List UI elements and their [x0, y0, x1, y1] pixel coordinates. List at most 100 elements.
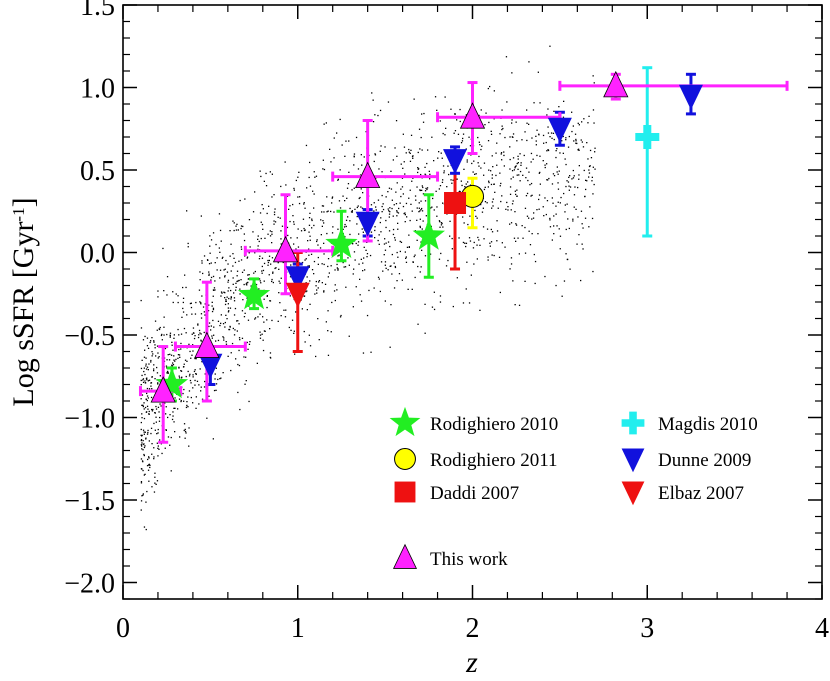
background-point	[362, 192, 364, 194]
background-point	[566, 258, 568, 261]
this-work-point	[272, 235, 299, 263]
background-point	[311, 218, 313, 220]
background-point	[359, 174, 362, 176]
background-point	[577, 122, 579, 124]
background-point	[591, 217, 594, 220]
background-point	[565, 139, 567, 141]
background-point	[140, 367, 143, 370]
background-point	[568, 185, 570, 187]
background-point	[400, 188, 402, 190]
legend-label-elbaz-2007: Elbaz 2007	[658, 483, 744, 504]
background-point	[545, 213, 547, 216]
background-point	[480, 203, 482, 206]
background-point	[200, 313, 203, 315]
background-point	[438, 220, 441, 222]
background-point	[437, 157, 439, 159]
background-point	[473, 241, 475, 244]
background-point	[465, 288, 467, 290]
background-point	[153, 340, 155, 342]
background-point	[184, 359, 187, 361]
background-point	[169, 414, 171, 416]
background-point	[213, 389, 216, 392]
background-point	[379, 221, 381, 224]
background-point	[211, 310, 214, 313]
background-point	[346, 187, 349, 189]
background-point	[589, 149, 592, 152]
background-point	[399, 240, 401, 243]
background-point	[529, 244, 532, 246]
background-point	[359, 196, 361, 199]
background-point	[331, 197, 333, 199]
background-point	[236, 270, 239, 272]
background-point	[157, 428, 159, 431]
background-point	[538, 194, 541, 196]
background-point	[412, 261, 414, 263]
background-point	[145, 438, 147, 440]
background-point	[445, 127, 447, 129]
background-point	[373, 210, 375, 212]
background-point	[190, 357, 192, 359]
background-point	[577, 148, 580, 150]
background-point	[578, 174, 580, 176]
background-point	[505, 56, 508, 58]
background-point	[140, 428, 142, 431]
background-point	[559, 235, 562, 237]
background-point	[226, 296, 228, 298]
background-point	[227, 311, 230, 313]
background-point	[150, 385, 152, 387]
background-point	[311, 227, 313, 229]
background-point	[420, 173, 422, 176]
background-point	[291, 319, 294, 321]
background-point	[483, 238, 485, 240]
background-point	[141, 394, 144, 396]
background-point	[244, 255, 246, 257]
background-point	[290, 237, 292, 239]
background-point	[481, 145, 483, 147]
background-point	[140, 434, 142, 436]
background-point	[233, 292, 235, 294]
background-point	[487, 259, 489, 261]
background-point	[547, 179, 549, 181]
background-point	[556, 148, 558, 150]
background-point	[395, 120, 398, 122]
background-point	[516, 195, 518, 197]
background-point	[266, 212, 268, 215]
background-point	[509, 136, 511, 138]
background-point	[545, 141, 547, 144]
background-point	[574, 133, 577, 135]
background-point	[511, 170, 514, 172]
background-point	[418, 168, 420, 170]
background-point	[200, 390, 202, 392]
background-point	[490, 133, 493, 135]
background-point	[254, 317, 257, 319]
background-point	[140, 444, 142, 446]
background-point	[224, 268, 226, 270]
background-point	[487, 140, 490, 142]
background-point	[396, 215, 398, 217]
background-point	[454, 130, 457, 132]
background-point	[515, 223, 517, 225]
background-point	[491, 207, 493, 209]
background-point	[387, 101, 390, 103]
background-point	[500, 152, 503, 154]
background-point	[163, 316, 165, 318]
background-point	[153, 458, 155, 460]
background-point	[531, 194, 533, 196]
background-point	[147, 429, 149, 432]
background-point	[533, 253, 535, 256]
background-point	[289, 276, 292, 278]
background-point	[318, 339, 320, 341]
background-point	[380, 145, 382, 147]
background-point	[180, 400, 182, 403]
background-point	[272, 281, 274, 284]
background-point	[222, 323, 225, 325]
background-point	[411, 210, 413, 212]
background-point	[142, 469, 144, 472]
background-point	[414, 254, 416, 256]
background-point	[212, 307, 215, 309]
background-point	[242, 225, 244, 228]
background-point	[405, 261, 408, 263]
background-point	[515, 165, 517, 167]
background-point	[380, 217, 382, 219]
background-point	[248, 274, 250, 276]
